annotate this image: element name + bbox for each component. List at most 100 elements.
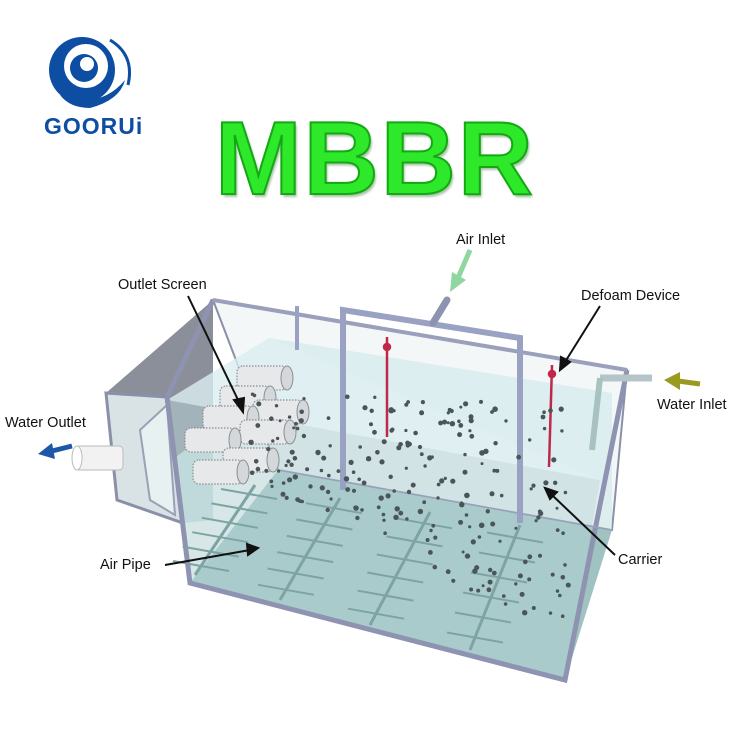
carrier-particle [548, 408, 553, 413]
brand-logo-text: GOORUi [44, 113, 144, 139]
carrier-particle [379, 459, 385, 465]
carrier-particle [292, 474, 298, 480]
carrier-particle [516, 454, 522, 460]
carrier-particle [468, 414, 474, 420]
carrier-particle [301, 433, 307, 439]
carrier-particle [393, 514, 399, 520]
air-pipe-branch [201, 516, 258, 529]
carrier-particle [492, 406, 498, 413]
carrier-particle [325, 507, 330, 513]
carrier-particle [436, 482, 441, 487]
carrier-particle [470, 539, 476, 545]
carrier-particle [287, 477, 293, 483]
label-outlet-screen: Outlet Screen [118, 277, 207, 293]
carrier-particle [327, 473, 331, 478]
carrier-particle [345, 487, 351, 492]
carrier-particle [464, 492, 470, 499]
carrier-particle [429, 528, 433, 533]
carrier-particle [492, 468, 497, 473]
air-pipe-main [193, 484, 257, 576]
carrier-particle [369, 408, 374, 413]
outlet-screen-cylinder [239, 419, 291, 445]
air-pipe-main [468, 524, 522, 651]
air-pipe-branch [395, 517, 453, 530]
carrier-particle [325, 489, 331, 495]
carrier-particle [443, 476, 447, 480]
carrier-particle [534, 519, 538, 523]
carrier-particle [439, 478, 445, 484]
air-pipe-branch [286, 534, 343, 547]
carrier-particle [517, 573, 523, 579]
carrier-particle [376, 505, 381, 510]
carrier-particle [446, 411, 450, 415]
carrier-particle [410, 482, 416, 488]
carrier-particle [406, 489, 412, 495]
air-pipe-grid [172, 484, 544, 651]
carrier-particle [394, 506, 400, 512]
outlet-screen-end [236, 459, 250, 485]
defoam-device [382, 337, 557, 468]
carrier-particle [355, 515, 360, 521]
carrier-particle [249, 470, 255, 476]
carrier-particle [527, 554, 533, 560]
carrier-particle [360, 508, 364, 512]
carrier-particle [256, 401, 262, 407]
carrier-particle [548, 611, 553, 615]
carrier-particle [538, 510, 544, 516]
carrier-particle [405, 443, 410, 448]
carrier-particle [358, 445, 363, 449]
air-pipe-branch [277, 551, 334, 564]
carrier-particle [305, 467, 310, 472]
carrier-particle [422, 500, 427, 505]
carrier-particle [560, 575, 566, 580]
air-pipe-branch [386, 535, 443, 548]
carrier-particle [289, 449, 295, 455]
carrier-media [248, 392, 571, 618]
carrier-particle [476, 588, 481, 593]
tank [164, 298, 630, 684]
carrier-particle [551, 457, 557, 463]
carrier-particle [555, 589, 560, 593]
air-pipe-branch [462, 591, 520, 604]
carrier-particle [381, 512, 386, 517]
carrier-particle [252, 393, 257, 398]
label-water-inlet: Water Inlet [657, 397, 727, 413]
carrier-particle [274, 404, 279, 408]
carrier-particle [271, 439, 275, 443]
page-title: MBBR [214, 100, 535, 218]
air-pipe-main [368, 511, 432, 626]
carrier-particle [278, 419, 282, 423]
air-pipe-branch [446, 631, 504, 644]
carrier-particle [457, 419, 461, 424]
label-air-pipe: Air Pipe [100, 557, 151, 573]
carrier-particle [542, 426, 547, 431]
carrier-particle [481, 584, 485, 588]
air-pipe-branch [347, 607, 405, 620]
water-inlet-pipe [589, 374, 652, 451]
carrier-particle [298, 418, 304, 424]
carrier-particle [295, 497, 300, 502]
carrier-particle [351, 488, 357, 493]
carrier-particle [383, 531, 387, 535]
carrier-particle [343, 476, 350, 482]
carrier-particle [463, 401, 469, 407]
carrier-particle [528, 438, 532, 442]
carrier-particle [388, 407, 394, 413]
carrier-particle [490, 521, 496, 527]
carrier-particle [457, 432, 463, 438]
carrier-particle [348, 459, 354, 465]
carrier-particle [284, 463, 288, 468]
carrier-particle [264, 468, 269, 473]
carrier-particle [302, 397, 306, 401]
carrier-particle [514, 526, 518, 530]
carrier-particle [351, 470, 356, 475]
carrier-particle [502, 594, 506, 598]
carrier-particle [563, 563, 567, 567]
carrier-particle [361, 480, 367, 486]
carrier-particle [289, 462, 294, 467]
carrier-particle [446, 421, 450, 425]
label-carrier: Carrier [618, 552, 663, 568]
carrier-particle [462, 469, 468, 475]
carrier-particle [438, 420, 443, 426]
